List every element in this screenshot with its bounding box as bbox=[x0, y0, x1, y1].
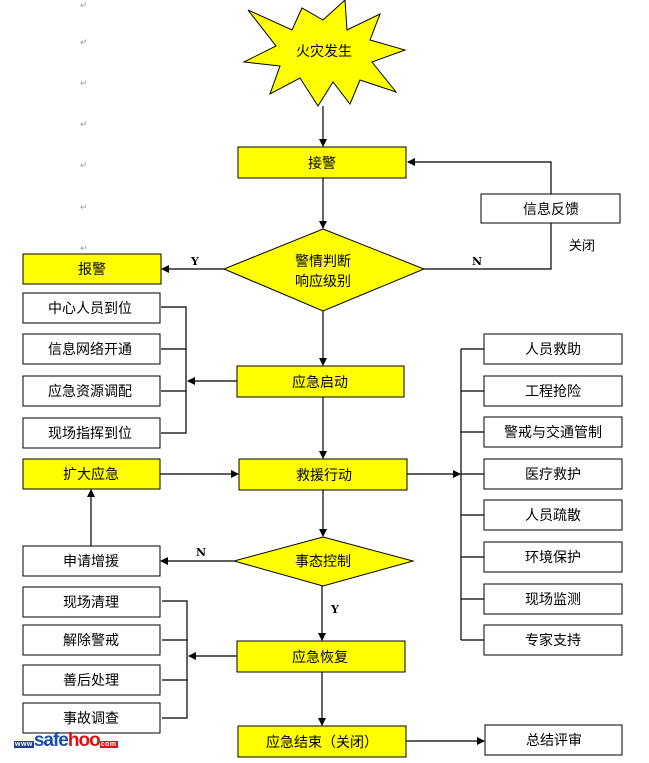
paragraph-mark: ↵ bbox=[80, 203, 88, 213]
fire-start-node: 火灾发生 bbox=[242, 0, 407, 107]
resources-label: 应急资源调配 bbox=[48, 383, 132, 400]
reinforce-label: 申请增援 bbox=[63, 554, 119, 570]
rescue-action-item: 人员救助 bbox=[461, 333, 623, 365]
control-decision-node: 事态控制 bbox=[232, 536, 415, 587]
judge-label-line2: 响应级别 bbox=[295, 273, 351, 290]
rescue-action-node: 救援行动 bbox=[238, 458, 408, 491]
rescue-action-item: 现场监测 bbox=[461, 583, 623, 615]
rescue-action-label: 人员救助 bbox=[525, 342, 581, 358]
rescue-action-label: 工程抢险 bbox=[525, 383, 581, 400]
judge-decision-node: 警情判断 响应级别 bbox=[222, 228, 426, 312]
rescue-action-item: 医疗救护 bbox=[461, 458, 623, 490]
rescue-action-item: 专家支持 bbox=[461, 624, 623, 656]
paragraph-marks: ↵ ↵ ↵ ↵ ↵ ↵ ↵ bbox=[80, 1, 88, 254]
rescue-action-label: 现场监测 bbox=[525, 592, 581, 608]
aftermath-node: 善后处理 bbox=[22, 664, 161, 696]
rescue-action-box bbox=[483, 375, 623, 407]
alarm-node: 报警 bbox=[22, 253, 162, 285]
paragraph-mark: ↵ bbox=[80, 244, 88, 254]
emergency-recovery-node: 应急恢复 bbox=[236, 640, 406, 673]
watermark-brand-a: safe bbox=[33, 730, 69, 751]
review-label: 总结评审 bbox=[526, 733, 582, 749]
cleanup-node: 现场清理 bbox=[22, 586, 161, 618]
emergency-end-node: 应急结束（关闭） bbox=[237, 725, 407, 758]
emergency-start-node: 应急启动 bbox=[236, 365, 405, 398]
close-label: 关闭 bbox=[569, 239, 595, 254]
edge-feedback-receive bbox=[407, 158, 552, 194]
cleanup-label: 现场清理 bbox=[63, 595, 119, 611]
paragraph-mark: ↵ bbox=[80, 161, 88, 171]
edge-judge-no-feedback bbox=[424, 223, 552, 270]
rescue-action-box bbox=[483, 416, 623, 448]
lift-alert-node: 解除警戒 bbox=[22, 624, 161, 656]
rescue-action-box bbox=[483, 333, 623, 365]
control-yes-label: Y bbox=[330, 603, 339, 616]
paragraph-mark: ↵ bbox=[80, 79, 88, 89]
rescue-action-box bbox=[483, 541, 623, 573]
aftermath-label: 善后处理 bbox=[63, 673, 119, 689]
watermark-suffix: com bbox=[99, 741, 118, 748]
feedback-label: 信息反馈 bbox=[523, 201, 579, 218]
rescue-action-label: 专家支持 bbox=[525, 632, 581, 649]
network-node: 信息网络开通 bbox=[22, 333, 161, 365]
emergency-end-label: 应急结束（关闭） bbox=[266, 734, 378, 751]
fire-start-label: 火灾发生 bbox=[296, 43, 352, 60]
rescue-action-item: 工程抢险 bbox=[461, 375, 623, 407]
judge-no-label: N bbox=[472, 255, 482, 268]
rescue-action-label: 医疗救护 bbox=[525, 467, 581, 483]
rescue-action-label: 环境保护 bbox=[525, 550, 581, 566]
watermark-prefix: www bbox=[14, 741, 34, 748]
receive-node: 接警 bbox=[237, 146, 407, 179]
rescue-action-box bbox=[483, 583, 623, 615]
rescue-action-item: 环境保护 bbox=[461, 541, 623, 573]
investigate-node: 事故调查 bbox=[22, 702, 161, 734]
fire-burst-shape bbox=[242, 0, 407, 107]
paragraph-mark: ↵ bbox=[80, 38, 88, 48]
rescue-action-label: 人员疏散 bbox=[525, 508, 581, 524]
judge-label-line1: 警情判断 bbox=[295, 254, 351, 270]
network-label: 信息网络开通 bbox=[48, 341, 132, 358]
command-label: 现场指挥到位 bbox=[48, 426, 132, 442]
safehoo-watermark: www safe hoo com bbox=[14, 730, 118, 751]
rescue-action-item: 人员疏散 bbox=[461, 499, 623, 531]
receive-label: 接警 bbox=[308, 155, 336, 172]
paragraph-mark: ↵ bbox=[80, 1, 88, 11]
paragraph-mark: ↵ bbox=[80, 120, 88, 130]
rescue-action-item: 警戒与交通管制 bbox=[461, 416, 623, 448]
staff-node: 中心人员到位 bbox=[22, 292, 161, 324]
activation-bracket bbox=[161, 306, 187, 434]
command-node: 现场指挥到位 bbox=[22, 417, 161, 449]
investigate-label: 事故调查 bbox=[63, 711, 119, 727]
expand-emergency-label: 扩大应急 bbox=[63, 466, 119, 483]
recovery-bracket bbox=[162, 600, 188, 719]
judge-yes-label: Y bbox=[190, 255, 199, 268]
rescue-action-box bbox=[483, 458, 623, 490]
expand-emergency-node: 扩大应急 bbox=[22, 458, 161, 490]
emergency-start-label: 应急启动 bbox=[292, 374, 348, 391]
watermark-brand-b: hoo bbox=[67, 730, 101, 751]
emergency-recovery-label: 应急恢复 bbox=[292, 649, 348, 666]
reinforce-node: 申请增援 bbox=[22, 545, 161, 577]
feedback-node: 信息反馈 bbox=[480, 193, 621, 224]
review-node: 总结评审 bbox=[484, 724, 623, 756]
rescue-action-label: 救援行动 bbox=[296, 468, 352, 484]
rescue-action-box bbox=[483, 499, 623, 531]
control-no-label: N bbox=[196, 546, 206, 559]
rescue-action-label: 警戒与交通管制 bbox=[504, 424, 602, 441]
control-label: 事态控制 bbox=[295, 554, 351, 570]
alarm-label: 报警 bbox=[78, 262, 106, 278]
rescue-action-box bbox=[483, 624, 623, 656]
resources-node: 应急资源调配 bbox=[22, 375, 161, 407]
lift-alert-label: 解除警戒 bbox=[63, 633, 119, 649]
staff-label: 中心人员到位 bbox=[48, 301, 132, 317]
